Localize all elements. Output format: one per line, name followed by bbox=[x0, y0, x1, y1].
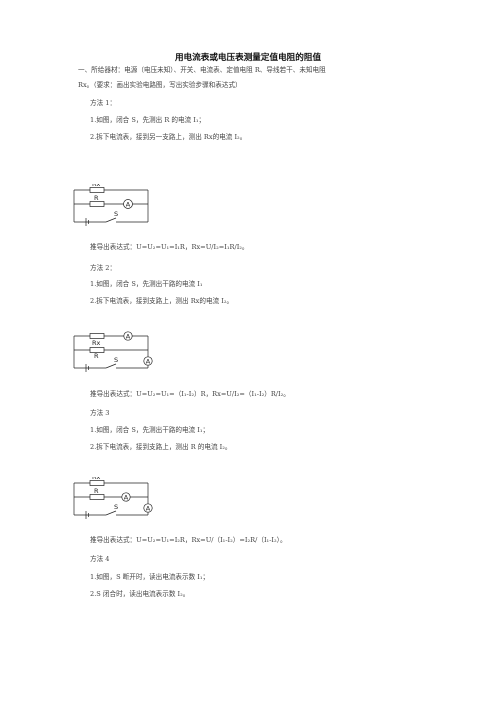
method-3-circuit-diagram: Rx R A A S bbox=[70, 477, 154, 519]
ammeter-label: A bbox=[124, 493, 129, 501]
switch-label: S bbox=[114, 503, 118, 511]
ammeter-label: A bbox=[146, 504, 151, 512]
document-title: 用电流表或电压表测量定值电阻的阻值 bbox=[174, 53, 322, 63]
method-3-heading: 方法 3 bbox=[90, 409, 110, 417]
r-label: R bbox=[94, 352, 99, 360]
rx-resistor bbox=[89, 480, 105, 486]
ammeter-icon bbox=[123, 199, 133, 209]
method-1-heading: 方法 1： bbox=[90, 99, 117, 107]
method-2-heading: 方法 2： bbox=[90, 264, 117, 272]
method-4-step-1: 1.如图，S 断开时，读出电流表示数 I₁； bbox=[90, 573, 210, 581]
method-3-step-1: 1.如图，闭合 S，先测出干路的电流 I₁； bbox=[90, 426, 210, 434]
rx-label: Rx bbox=[92, 184, 101, 188]
rx-label: Rx bbox=[92, 339, 101, 347]
method-4-heading: 方法 4 bbox=[90, 555, 110, 563]
method-4-step-2: 2.S 闭合时，读出电流表示数 I₂。 bbox=[90, 590, 190, 598]
method-1-circuit-diagram: Rx R A S bbox=[70, 184, 154, 226]
method-2-step-1: 1.如图，闭合 S，先测出干路的电流 I₁ bbox=[90, 280, 203, 288]
r-label: R bbox=[94, 487, 99, 495]
method-1-step-1: 1.如图，闭合 S，先测出 R 的电流 I₁； bbox=[90, 116, 206, 124]
r-resistor bbox=[89, 201, 105, 207]
r-label: R bbox=[94, 194, 99, 202]
ammeter-label: A bbox=[126, 332, 131, 340]
r-resistor bbox=[89, 347, 105, 353]
rx-label: Rx bbox=[92, 477, 101, 481]
rx-resistor bbox=[89, 187, 105, 193]
ammeter-icon bbox=[123, 331, 133, 341]
switch-label: S bbox=[114, 210, 118, 218]
method-3-step-2: 2.拆下电流表，接到支路上，测出 R 的电流 I₂。 bbox=[90, 443, 232, 451]
method-2-step-2: 2.拆下电流表，接到支路上，测出 Rx的电流 I₂。 bbox=[90, 297, 234, 305]
switch-label: S bbox=[114, 356, 118, 364]
ammeter-label: A bbox=[146, 357, 151, 365]
method-1-step-2: 2.拆下电流表，接到另一支路上，测出 Rx的电流 I₂。 bbox=[90, 133, 247, 141]
ammeter-icon bbox=[121, 492, 131, 502]
r-resistor bbox=[89, 494, 105, 500]
ammeter-label: A bbox=[126, 200, 131, 208]
intro-line-1: 一、所给器材：电源（电压未知）、开关、电流表、定值电阻 R、导线若干、未知电阻 bbox=[78, 66, 326, 74]
ammeter-icon bbox=[143, 356, 153, 366]
method-2-formula: 推导出表达式：U=U₂=U₁=（I₁-I₂）R，Rx=U/I₂=（I₁-I₂）R… bbox=[90, 390, 290, 398]
method-3-formula: 推导出表达式：U=U₂=U₁=I₂R，Rx=U/（I₁-I₂）=I₂R/（I₁-… bbox=[90, 536, 287, 544]
method-2-circuit-diagram: Rx R A A S bbox=[70, 330, 154, 372]
rx-resistor bbox=[89, 333, 105, 339]
intro-line-2: Rx。（要求：画出实验电路图，写出实验步骤和表达式） bbox=[78, 81, 242, 89]
ammeter-icon bbox=[143, 503, 153, 513]
method-1-formula: 推导出表达式：U=U₂=U₁=I₁R，Rx=U/I₂=I₁R/I₂。 bbox=[90, 243, 249, 251]
